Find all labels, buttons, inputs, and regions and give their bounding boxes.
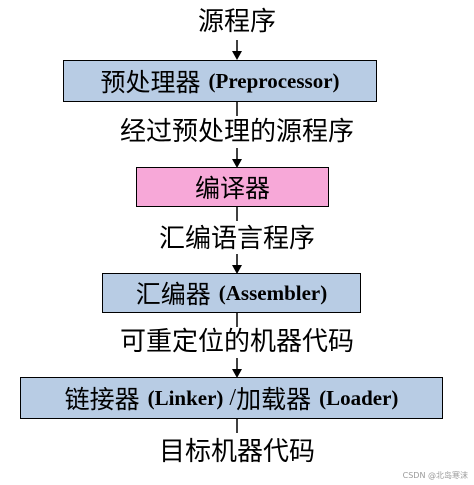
linker-cn-label: 链接器 [64,385,140,414]
preprocessor-en-label: (Preprocessor) [208,68,340,93]
compiler-label: 编译器 [194,174,270,203]
arrow-down-icon [236,419,238,433]
label-preprocessed-source: 经过预处理的源程序 [119,117,354,147]
compiler-box: 编译器 [136,167,329,207]
assembler-box: 汇编器 (Assembler) [102,273,361,313]
watermark: CSDN @北岛寒沫 [402,471,468,480]
arrow-down-icon [236,313,238,327]
label-assembly-program: 汇编语言程序 [158,224,315,254]
arrow-down-icon [232,254,242,274]
preprocessor-cn-label: 预处理器 [100,68,201,97]
linker-loader-box: 链接器 (Linker) / 加载器 (Loader) [20,377,443,419]
assembler-cn-label: 汇编器 [135,280,211,309]
loader-en-label: (Loader) [319,385,399,410]
linker-en-label: (Linker) [147,385,224,410]
label-source-program: 源程序 [197,7,276,37]
preprocessor-box: 预处理器 (Preprocessor) [63,60,377,102]
arrow-down-icon [232,40,242,60]
arrow-down-icon [232,358,242,378]
label-target-code: 目标机器代码 [158,437,315,467]
arrow-down-icon [236,207,238,221]
assembler-en-label: (Assembler) [218,280,328,305]
arrow-down-icon [236,102,238,116]
loader-cn-label: 加载器 [236,385,312,414]
arrow-down-icon [232,148,242,168]
linker-loader-separator: / [229,384,237,411]
label-relocatable-code: 可重定位的机器代码 [119,327,354,357]
